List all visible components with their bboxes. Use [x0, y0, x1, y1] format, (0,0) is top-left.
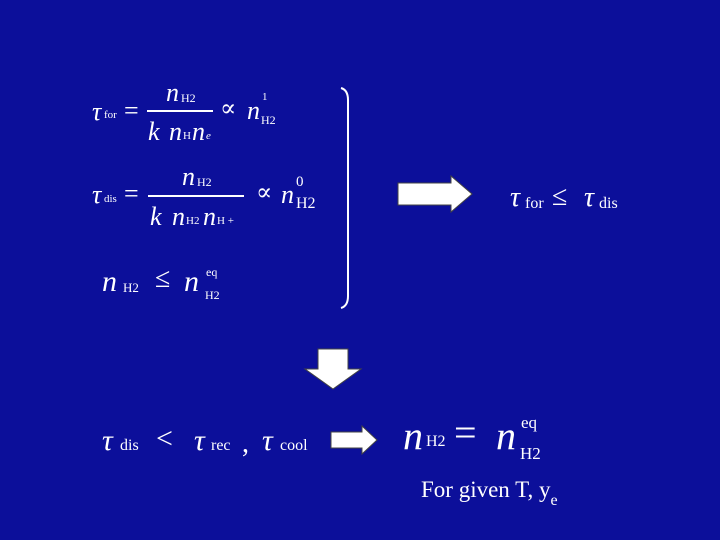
- rhs-n: n: [184, 265, 199, 298]
- denominator-n2: n: [203, 202, 216, 231]
- superscript-eq: eq: [521, 413, 538, 432]
- rhs-sub-h2: H2: [261, 113, 276, 127]
- right-bracket: [340, 87, 349, 309]
- subscript-cool: cool: [280, 437, 308, 454]
- lhs-sub-h2: H2: [426, 433, 446, 450]
- rhs-n: n: [281, 180, 294, 209]
- less-than-symbol: <: [156, 422, 173, 455]
- tau-symbol: τ: [92, 97, 102, 126]
- rhs-n: n: [247, 96, 260, 125]
- equals-sign: =: [454, 410, 477, 455]
- superscript-eq: eq: [206, 265, 218, 279]
- lhs-sub-h2: H2: [123, 280, 139, 295]
- denominator-n: n: [172, 202, 185, 231]
- lhs-n: n: [403, 413, 423, 458]
- proportional-symbol: ∝: [220, 96, 237, 122]
- note-text: For given T, y: [421, 477, 551, 502]
- equals-sign: =: [124, 179, 139, 208]
- numerator-sub-h2: H2: [181, 91, 196, 105]
- tau-symbol: τ: [510, 182, 521, 213]
- note-subscript-e: e: [550, 492, 558, 509]
- subscript-for: for: [104, 109, 117, 121]
- right-arrow-icon: [397, 174, 473, 214]
- rhs-n: n: [496, 413, 516, 458]
- denominator-k: k: [148, 117, 160, 146]
- denominator-sub-hplus: H +: [217, 215, 234, 227]
- subscript-dis: dis: [120, 437, 139, 454]
- numerator-sub-h2: H2: [197, 175, 212, 189]
- denominator-n: n: [169, 117, 182, 146]
- rhs-sub-h2: H2: [296, 195, 316, 212]
- numerator-n: n: [182, 162, 195, 191]
- tau-symbol: τ: [584, 182, 595, 213]
- subscript-for: for: [525, 195, 544, 212]
- exponent-one: 1: [262, 91, 268, 103]
- equals-sign: =: [124, 96, 139, 125]
- tau-symbol: τ: [92, 180, 102, 209]
- tau-symbol: τ: [262, 424, 273, 457]
- note-for-given: For given T, ye: [421, 477, 558, 509]
- denominator-n2: n: [192, 117, 205, 146]
- denominator-sub-h2: H2: [186, 215, 200, 227]
- down-arrow-icon: [303, 348, 363, 390]
- fraction-bar: [147, 110, 213, 112]
- tau-symbol: τ: [194, 424, 205, 457]
- denominator-k: k: [150, 202, 162, 231]
- subscript-dis: dis: [104, 193, 117, 205]
- leq-symbol: ≤: [552, 181, 568, 212]
- exponent-zero: 0: [296, 174, 304, 190]
- subscript-dis: dis: [599, 195, 618, 212]
- subscript-rec: rec: [211, 437, 231, 454]
- lhs-n: n: [102, 265, 117, 298]
- small-right-arrow-icon: [330, 424, 378, 456]
- denominator-sub-e: e: [206, 130, 211, 142]
- comma: ,: [242, 428, 249, 459]
- proportional-symbol: ∝: [256, 180, 273, 206]
- rhs-sub-h2: H2: [520, 444, 541, 463]
- leq-symbol: ≤: [155, 263, 171, 294]
- tau-symbol: τ: [102, 424, 113, 457]
- rhs-sub-h2: H2: [205, 288, 220, 302]
- numerator-n: n: [166, 78, 179, 107]
- denominator-sub-h: H: [183, 130, 191, 142]
- fraction-bar: [148, 195, 244, 197]
